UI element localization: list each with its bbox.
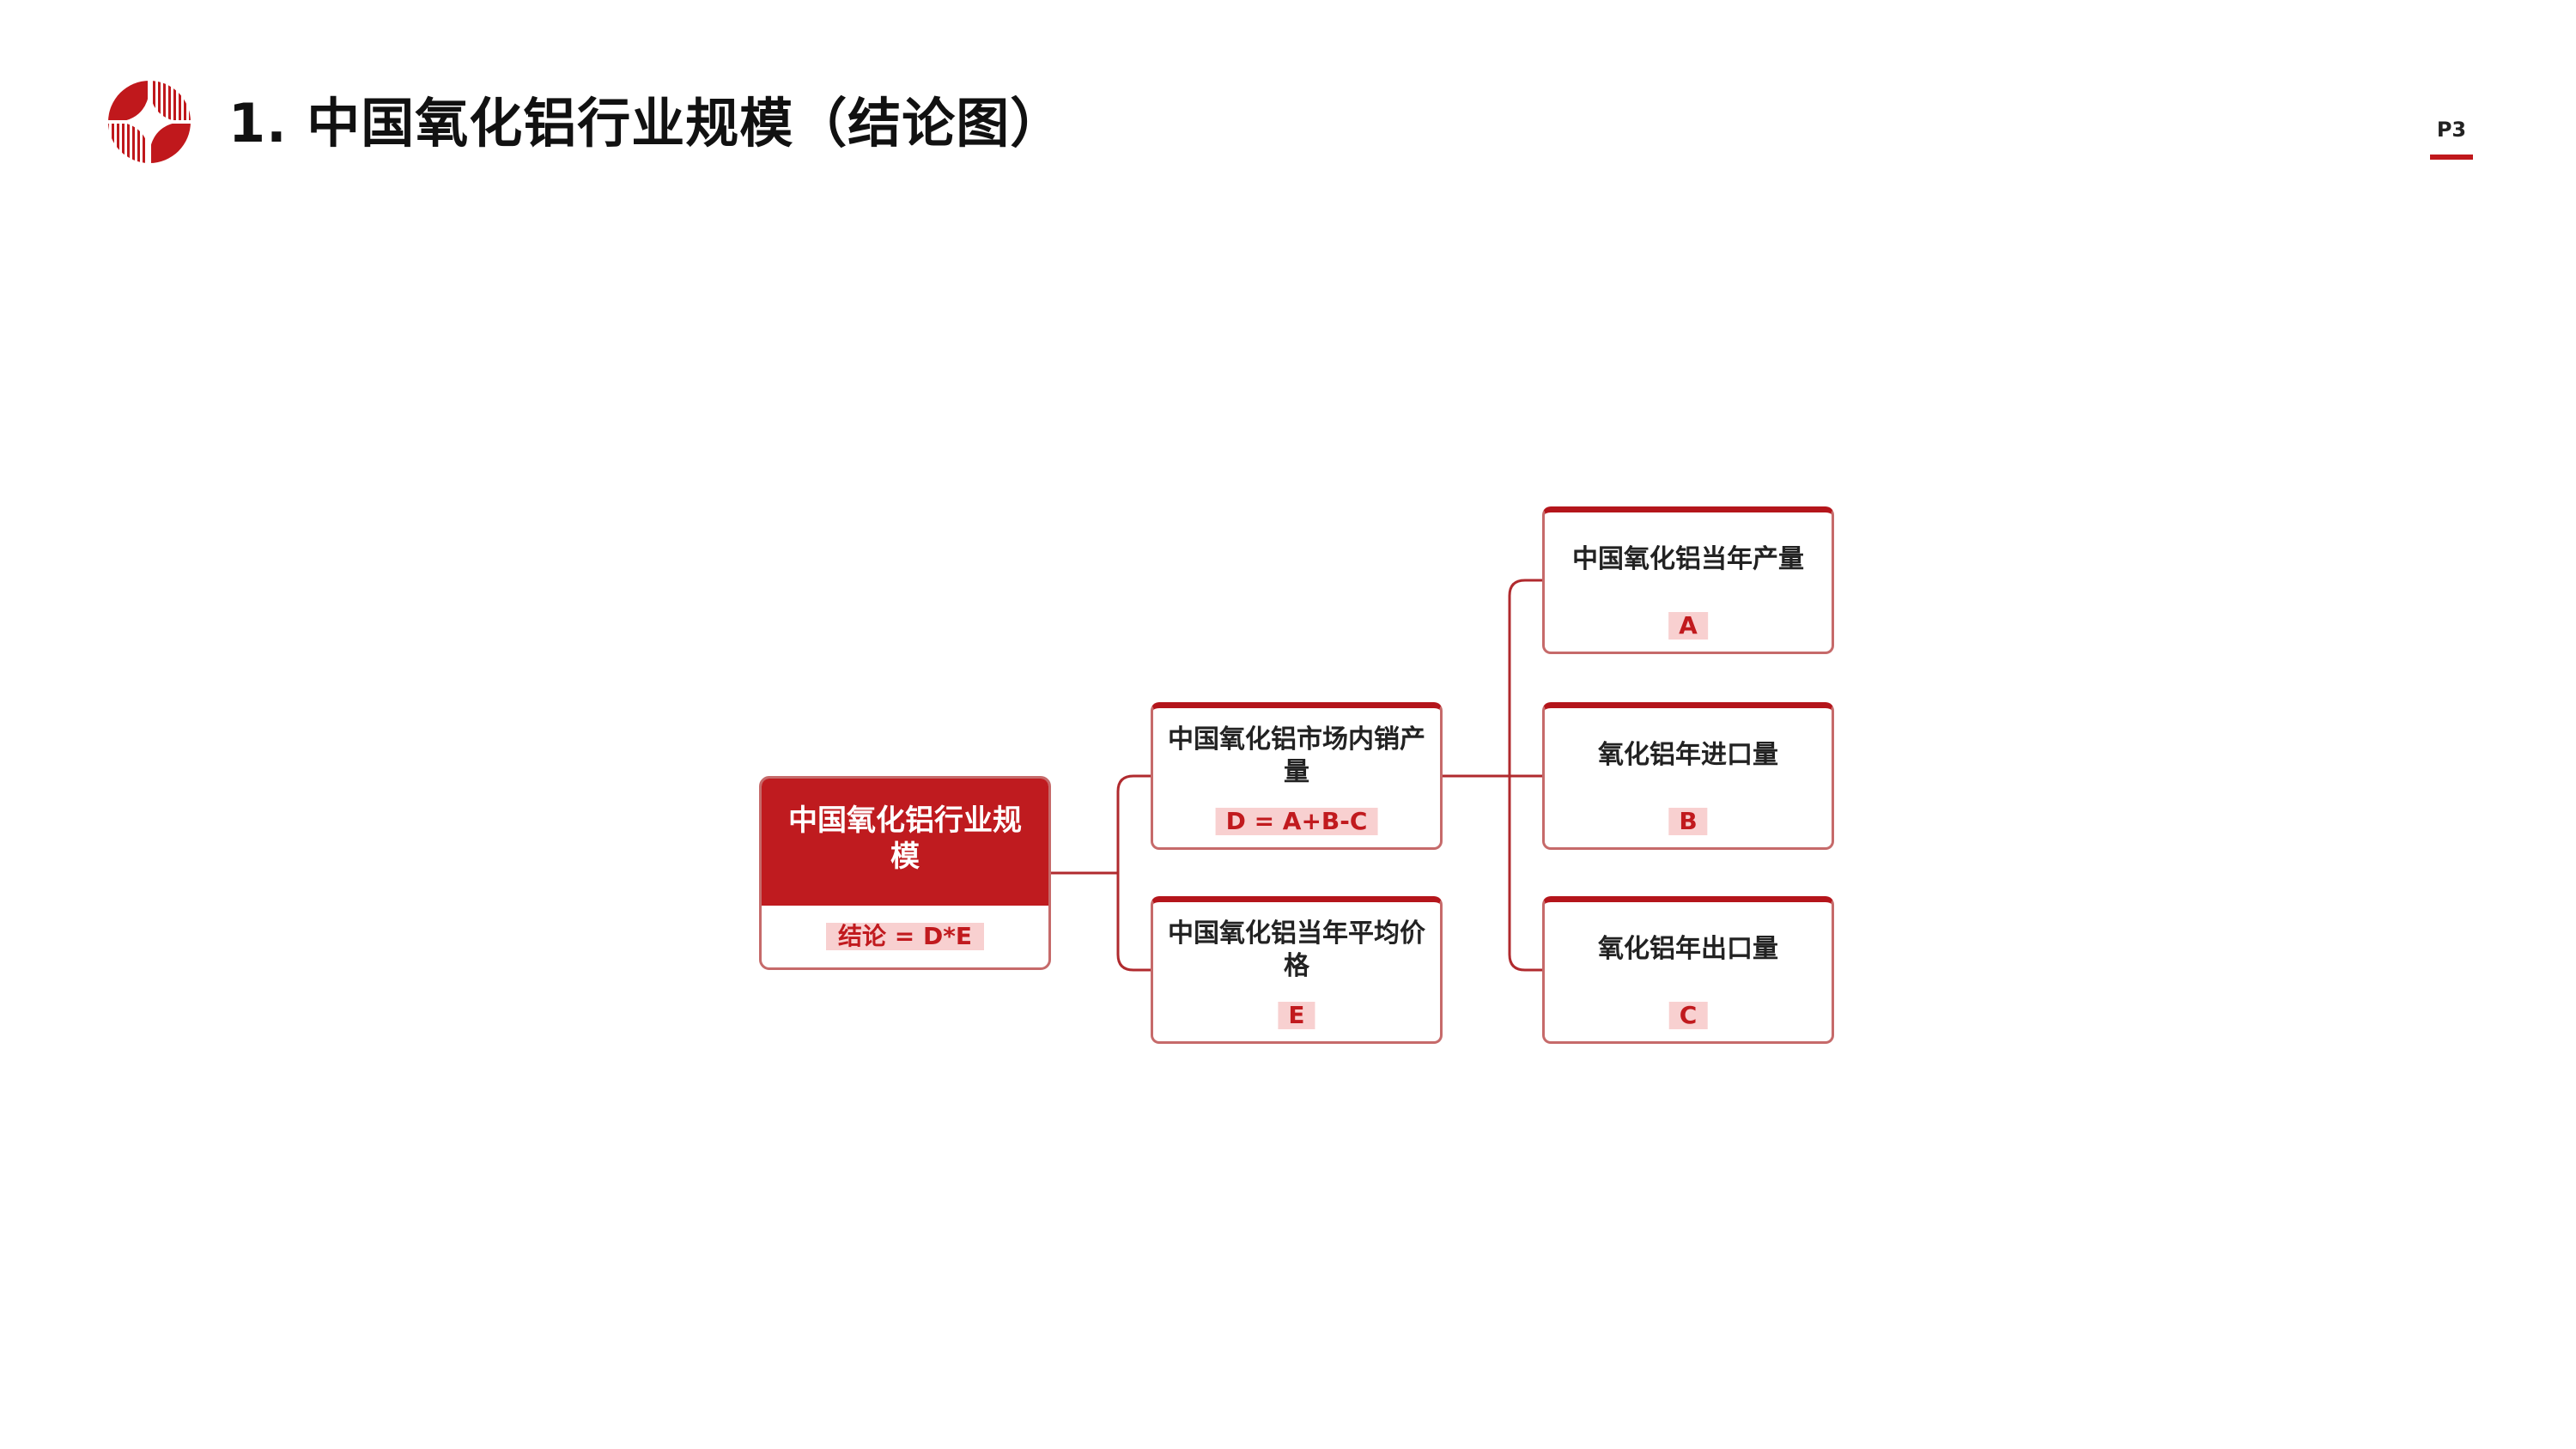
root-node-header: 中国氧化铝行业规模 [762, 779, 1048, 906]
node-export-volume: 氧化铝年出口量 C [1542, 896, 1834, 1044]
node-formula-tag: D = A+B-C [1215, 808, 1378, 835]
connector-root-to-sales [1116, 774, 1134, 972]
page-number: P3 [2436, 118, 2467, 142]
node-label: 中国氧化铝当年平均价格 [1168, 919, 1425, 981]
connector-sales-branch [1508, 579, 1526, 972]
page-number-underline [2430, 155, 2473, 160]
root-node-formula-tag: 结论 = D*E [826, 923, 984, 950]
node-formula-tag: C [1668, 1002, 1708, 1029]
root-node-label: 中国氧化铝行业规模 [788, 803, 1022, 874]
node-import-volume: 氧化铝年进口量 B [1542, 702, 1834, 850]
node-label: 氧化铝年进口量 [1598, 740, 1778, 770]
logo-mark-icon [108, 81, 191, 163]
node-formula-tag: B [1668, 808, 1708, 835]
node-formula-tag: E [1278, 1002, 1315, 1029]
company-logo [106, 79, 192, 165]
node-domestic-sales: 中国氧化铝市场内销产量 D = A+B-C [1151, 702, 1443, 850]
root-node: 中国氧化铝行业规模 结论 = D*E [759, 776, 1051, 970]
node-label: 中国氧化铝市场内销产量 [1168, 724, 1425, 787]
node-formula-tag: A [1668, 612, 1708, 640]
node-label: 氧化铝年出口量 [1598, 934, 1778, 964]
node-average-price: 中国氧化铝当年平均价格 E [1151, 896, 1443, 1044]
node-annual-output: 中国氧化铝当年产量 A [1542, 506, 1834, 654]
node-label: 中国氧化铝当年产量 [1572, 544, 1804, 574]
page-title: 1. 中国氧化铝行业规模（结论图） [228, 92, 1065, 155]
